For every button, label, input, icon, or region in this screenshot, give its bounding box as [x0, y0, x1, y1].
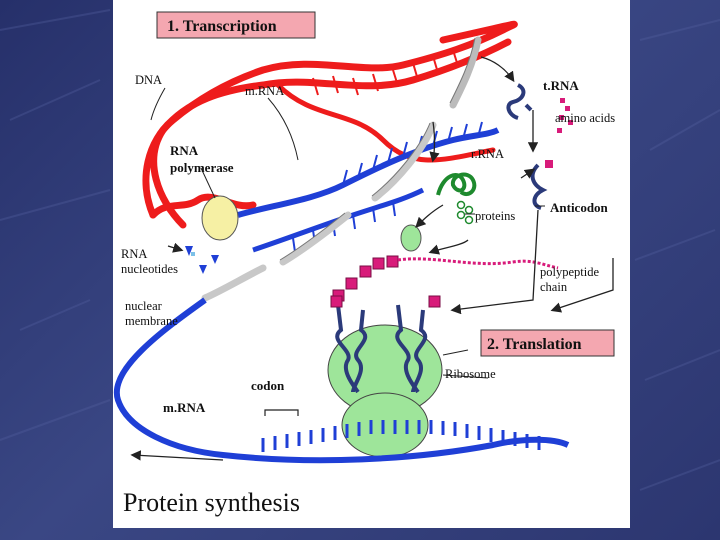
ribosome-subunit-precursor: [400, 224, 422, 252]
nuclear-membrane-label-line1: nuclear: [125, 299, 163, 313]
label-leader-lines: [150, 87, 545, 379]
svg-text:2. Translation: 2. Translation: [487, 336, 582, 353]
transcription-title: 1. Transcription: [156, 11, 316, 39]
dna-rungs: [312, 49, 459, 96]
nuclear-membrane-label-line2: membrane: [125, 314, 178, 328]
mrna-bottom-strand: [113, 297, 570, 464]
codon-bases: [261, 420, 541, 452]
rrna-molecule: [436, 172, 477, 197]
svg-text:1. Transcription: 1. Transcription: [167, 18, 277, 35]
pointer-arrows: [130, 56, 614, 461]
rna-polymerase-label-line1: RNA: [170, 143, 199, 158]
rna-polymerase: [201, 195, 239, 241]
rrna-label: r.RNA: [471, 147, 504, 161]
nuclear-membrane-outline: [279, 37, 476, 261]
dna-label: DNA: [135, 73, 162, 87]
amino-acids-label: amino acids: [555, 111, 615, 125]
rna-nucleotides-label-line1: RNA: [121, 247, 147, 261]
diagram-caption: Protein synthesis: [123, 488, 300, 517]
rna-nucleotides-label-line2: nucleotides: [121, 262, 178, 276]
trna-label: t.RNA: [543, 78, 579, 93]
amino-acid-cluster: [545, 98, 573, 168]
mrna-top-label: m.RNA: [245, 84, 284, 98]
ribosome-label: Ribosome: [445, 367, 496, 381]
codon-label: codon: [251, 378, 285, 393]
translation-title: 2. Translation: [480, 329, 615, 357]
codon-bracket: [264, 409, 299, 416]
rna-nucleotides: [185, 246, 219, 274]
rna-polymerase-label-line2: polymerase: [170, 160, 234, 175]
proteins-cluster: [456, 200, 474, 225]
mrna-bottom-label: m.RNA: [163, 400, 206, 415]
polypeptide-strand: [397, 257, 559, 270]
proteins-label: proteins: [475, 209, 515, 223]
polypeptide-label-line1: polypeptide: [540, 265, 599, 279]
polypeptide-label-line2: chain: [540, 280, 568, 294]
protein-synthesis-diagram: 1. Transcription 2. Translation: [113, 11, 615, 464]
trna-amino-acids: [330, 295, 441, 308]
trna-molecule: [506, 83, 533, 120]
diagram-panel: 1. Transcription 2. Translation: [113, 0, 630, 528]
anticodon-trna: [530, 163, 548, 210]
ribosome-trnas: [335, 304, 428, 394]
anticodon-label: Anticodon: [550, 200, 609, 215]
nuclear-membrane: [201, 36, 482, 302]
dna-helix: [142, 20, 518, 229]
polypeptide-chain: [332, 255, 399, 302]
ribosome: [327, 324, 443, 458]
